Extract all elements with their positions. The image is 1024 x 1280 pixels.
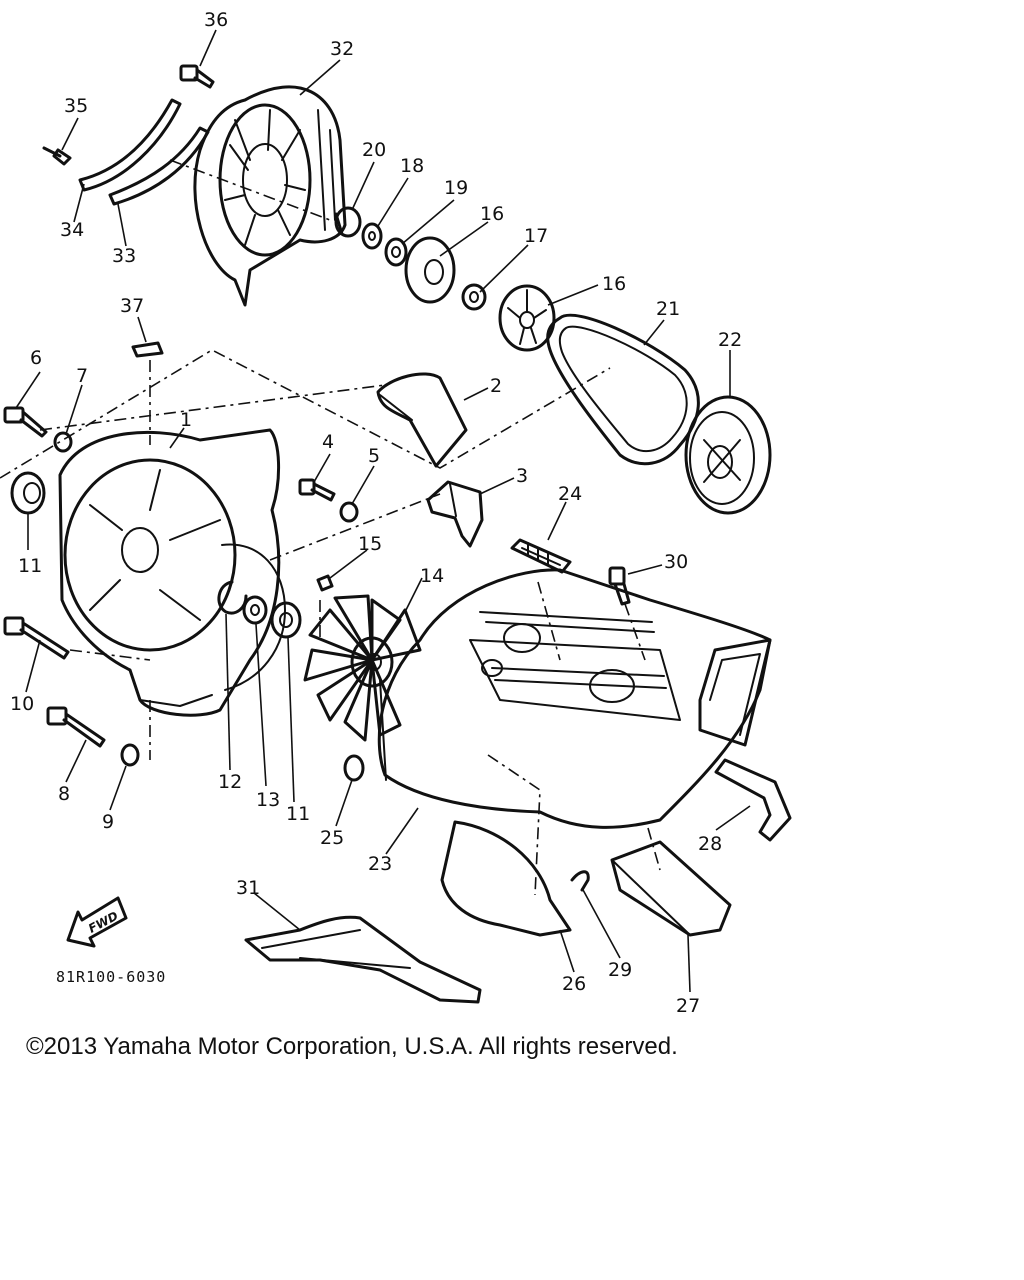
part-32-starter-cover xyxy=(193,85,347,307)
part-23-shroud xyxy=(377,568,772,829)
callout-34: 34 xyxy=(60,219,84,241)
part-36-bolt xyxy=(179,64,215,89)
callout-37: 37 xyxy=(120,295,144,317)
callout-14: 14 xyxy=(420,565,444,587)
callout-17: 17 xyxy=(524,225,548,247)
callout-22: 22 xyxy=(718,329,742,351)
callout-10: 10 xyxy=(10,693,34,715)
part-3-clip xyxy=(426,480,484,548)
callout-5: 5 xyxy=(368,445,380,467)
callout-7: 7 xyxy=(76,365,88,387)
callout-27: 27 xyxy=(676,995,700,1017)
part-13-washer xyxy=(242,595,268,625)
callout-23: 23 xyxy=(368,853,392,875)
callout-2: 2 xyxy=(490,375,502,397)
callout-16a: 16 xyxy=(480,203,504,225)
part-24-label xyxy=(510,538,572,574)
callout-18: 18 xyxy=(400,155,424,177)
exploded-parts-diagram: FWD 81R100-6030 36 32 35 34 33 20 18 19 … xyxy=(0,9,792,1017)
callout-15: 15 xyxy=(358,533,382,555)
callout-32: 32 xyxy=(330,38,354,60)
part-25-grommet xyxy=(343,754,365,782)
leader-lines xyxy=(15,29,751,993)
part-27-block xyxy=(610,840,732,937)
callout-13: 13 xyxy=(256,789,280,811)
part-29-clip xyxy=(570,870,590,892)
callout-31: 31 xyxy=(236,877,260,899)
part-37-plate xyxy=(131,341,164,358)
part-16-pulley-half-rear xyxy=(404,236,456,304)
part-20-collar xyxy=(334,206,362,238)
part-11-bearing-left xyxy=(10,471,46,515)
part-17-spacer xyxy=(461,283,487,311)
callout-28: 28 xyxy=(698,833,722,855)
copyright-notice: ©2013 Yamaha Motor Corporation, U.S.A. A… xyxy=(26,1033,678,1060)
callout-6: 6 xyxy=(30,347,42,369)
part-16-pulley-half-front xyxy=(498,284,556,352)
part-7-washer xyxy=(53,431,73,453)
part-2-duct xyxy=(376,372,468,468)
callout-labels: 36 32 35 34 33 20 18 19 16 17 16 21 22 3… xyxy=(10,9,742,1017)
part-18-washer xyxy=(361,222,383,250)
callout-30: 30 xyxy=(664,551,688,573)
part-15-key xyxy=(316,574,334,592)
callout-9: 9 xyxy=(102,811,114,833)
callout-25: 25 xyxy=(320,827,344,849)
callout-11a: 11 xyxy=(18,555,42,577)
callout-16b: 16 xyxy=(602,273,626,295)
part-34-strip xyxy=(78,98,182,192)
callout-24: 24 xyxy=(558,483,582,505)
callout-26: 26 xyxy=(562,973,586,995)
part-5-washer xyxy=(339,501,359,523)
part-30-bolt xyxy=(608,566,631,606)
callout-33: 33 xyxy=(112,245,136,267)
callout-4: 4 xyxy=(322,431,334,453)
callout-19: 19 xyxy=(444,177,468,199)
part-35-screw xyxy=(42,146,72,166)
part-9-washer xyxy=(120,743,140,767)
part-26-side-plate xyxy=(440,820,572,937)
fwd-arrow-icon: FWD xyxy=(66,896,128,948)
callout-21: 21 xyxy=(656,298,680,320)
callout-8: 8 xyxy=(58,783,70,805)
part-22-pulley xyxy=(684,395,772,515)
callout-20: 20 xyxy=(362,139,386,161)
part-31-bottom-plate xyxy=(244,915,482,1004)
callout-11b: 11 xyxy=(286,803,310,825)
part-12-circlip xyxy=(217,580,248,615)
part-10-bolt xyxy=(3,616,70,660)
callout-12: 12 xyxy=(218,771,242,793)
part-21-v-belt xyxy=(546,313,700,466)
part-11-bearing-right xyxy=(270,601,302,639)
part-19-washer xyxy=(384,237,408,267)
callout-1: 1 xyxy=(180,409,192,431)
assembly-lines xyxy=(0,159,661,896)
callout-3: 3 xyxy=(516,465,528,487)
part-4-bolt xyxy=(298,478,336,502)
part-33-strip xyxy=(108,126,210,206)
part-6-bolt xyxy=(3,406,48,438)
drawing-number: 81R100-6030 xyxy=(56,968,166,986)
callout-29: 29 xyxy=(608,959,632,981)
part-28-bracket xyxy=(714,758,792,842)
part-14-fan xyxy=(303,594,422,742)
callout-36: 36 xyxy=(204,9,228,31)
callout-35: 35 xyxy=(64,95,88,117)
part-1-fan-housing xyxy=(58,428,286,717)
part-8-bolt xyxy=(46,706,106,748)
